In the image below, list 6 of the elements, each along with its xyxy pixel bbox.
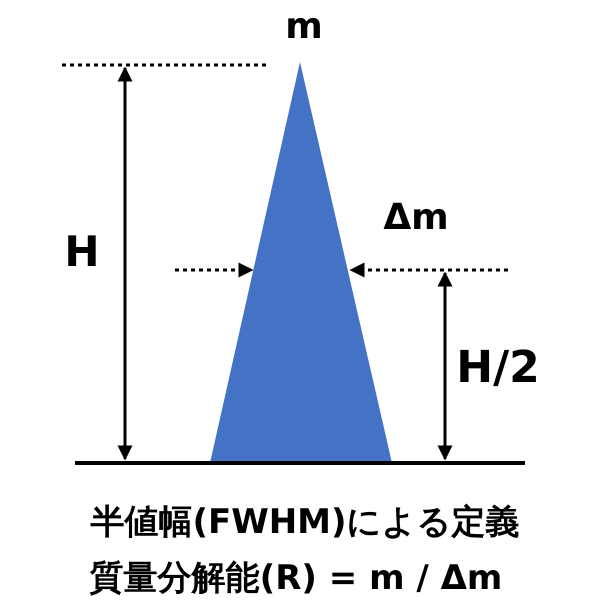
width-label: Δm bbox=[383, 200, 449, 236]
definition-text: 半値幅(FWHM)による定義 bbox=[90, 505, 520, 539]
height-label: H bbox=[64, 231, 100, 273]
peak-label: m bbox=[285, 9, 323, 45]
formula-text: 質量分解能(R) = m / Δm bbox=[90, 561, 502, 595]
half-height-label: H/2 bbox=[456, 346, 540, 390]
